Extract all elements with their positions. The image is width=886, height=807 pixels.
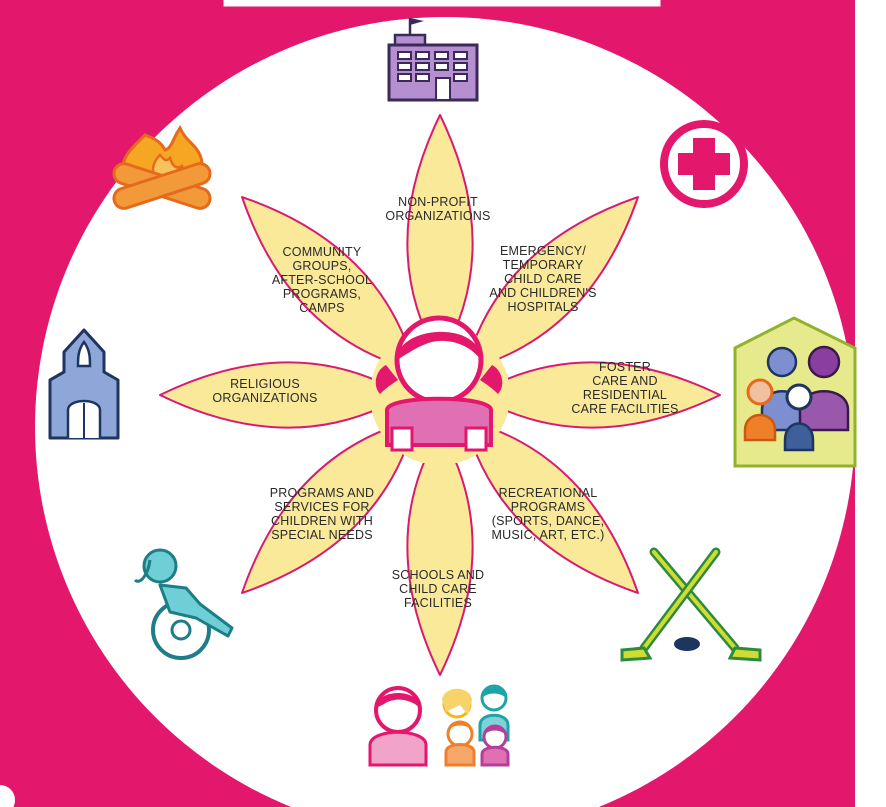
petal-label-non-profit: NON-PROFIT ORGANIZATIONS [385,195,491,223]
wheelchair-child-icon [133,548,234,660]
corner-circle [0,783,17,807]
petal-label-schools: SCHOOLS AND CHILD CARE FACILITIES [391,568,485,610]
petal-religious [159,361,406,429]
hockey-sticks-icon [620,547,762,662]
petal-schools [406,429,474,676]
title-box [220,0,664,10]
petal-community [241,196,417,372]
petal-label-foster: FOSTER CARE AND RESIDENTIAL CARE FACILIT… [571,360,679,416]
medical-cross-icon [660,120,748,208]
petal-recreational [463,418,639,594]
petal-non-profit [406,114,474,361]
campfire-icon [112,124,212,210]
petal-label-religious: RELIGIOUS ORGANIZATIONS [212,377,318,405]
right-white-margin [855,0,886,807]
petal-label-community: COMMUNITY GROUPS, AFTER-SCHOOL PROGRAMS,… [271,245,373,315]
petal-label-special-needs: PROGRAMS AND SERVICES FOR CHILDREN WITH … [269,486,375,542]
school-building-icon [387,18,479,102]
petal-emergency [463,196,639,372]
church-icon [48,328,120,440]
family-home-icon [733,316,857,468]
group-of-children-icon [368,684,510,767]
petal-label-emergency: EMERGENCY/ TEMPORARY CHILD CARE AND CHIL… [489,244,597,314]
petal-label-recreational: RECREATIONAL PROGRAMS (SPORTS, DANCE, MU… [491,486,605,542]
petal-foster [474,361,721,429]
petal-special-needs [241,418,417,594]
child-icon [375,315,503,452]
